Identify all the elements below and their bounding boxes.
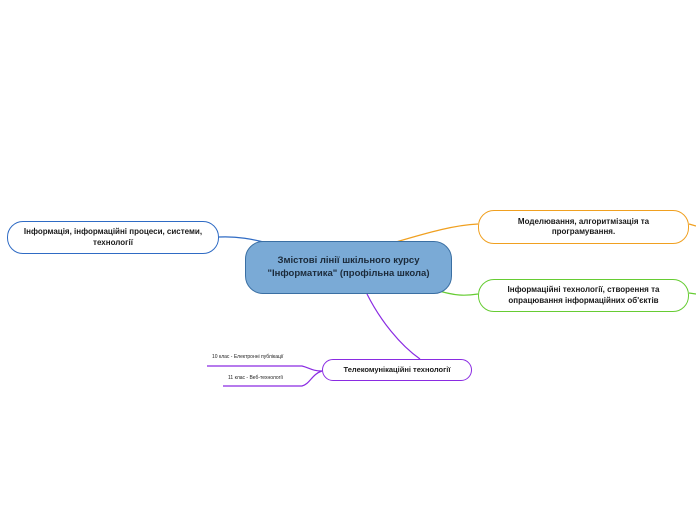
topic-modeling-label: Моделювання, алгоритмізація та програмув… (517, 216, 650, 236)
topic-modeling[interactable]: Моделювання, алгоритмізація та програмув… (478, 210, 689, 244)
topic-it-label: Інформаційні технології, створення та оп… (507, 285, 660, 305)
topic-information[interactable]: Інформація, інформаційні процеси, систем… (7, 221, 219, 254)
topic-telecom-label: Телекомунікаційні технології (343, 365, 451, 375)
link-modeling-tail (688, 223, 696, 227)
link-modeling (395, 223, 479, 243)
topic-telecom[interactable]: Телекомунікаційні технології (322, 359, 472, 381)
central-topic-label: Змістові лінії шкільного курсу "Інформат… (267, 255, 430, 279)
link-leaf-2 (223, 370, 323, 387)
central-topic[interactable]: Змістові лінії шкільного курсу "Інформат… (245, 241, 452, 294)
link-it-tail (688, 292, 696, 295)
topic-it[interactable]: Інформаційні технології, створення та оп… (478, 279, 689, 312)
leaf-10-class[interactable]: 10 клас - Електронні публікації (212, 354, 284, 360)
link-telecom (366, 293, 421, 360)
link-leaf-1 (207, 365, 323, 372)
leaf-11-class[interactable]: 11 клас - Веб-технології (228, 375, 283, 381)
topic-information-label: Інформація, інформаційні процеси, систем… (23, 227, 203, 247)
